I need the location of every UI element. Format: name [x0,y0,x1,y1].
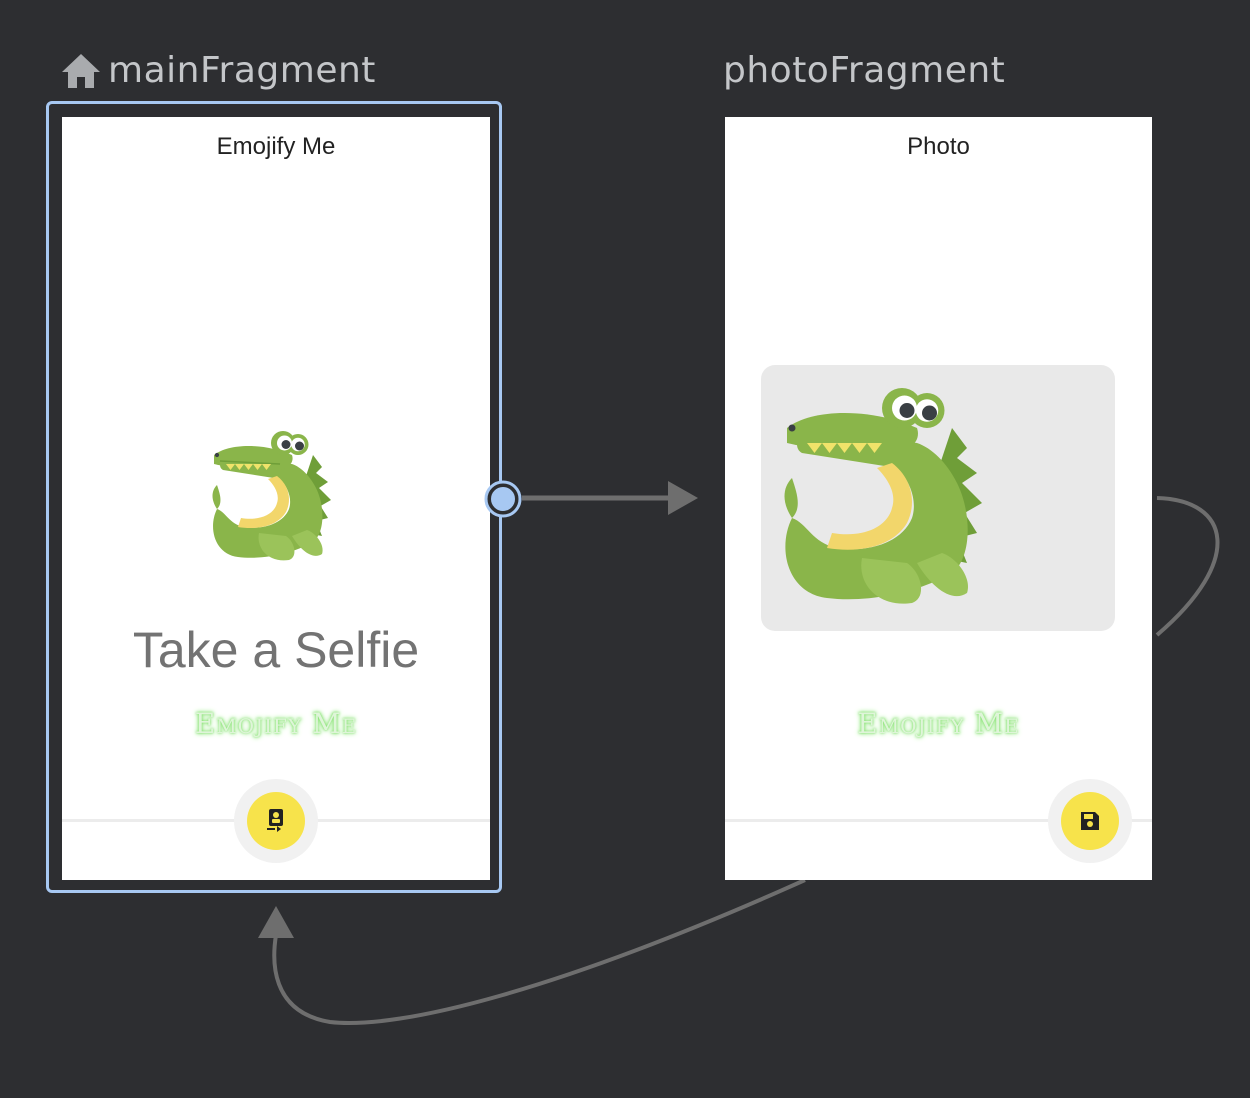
main-fragment-preview[interactable]: Emojify Me Take a Selfie Emojify Me [62,117,490,880]
action-handle[interactable] [483,479,523,519]
crocodile-illustration [212,431,331,561]
save-fab[interactable] [1061,792,1119,850]
action-main-to-photo[interactable] [522,481,698,515]
brand-text: Emojify Me [194,707,358,740]
camera-front-icon [267,809,283,832]
photo-fragment-preview[interactable]: Photo Emojify Me [725,117,1152,880]
save-icon [1081,812,1099,830]
screen-title: Emojify Me [216,133,336,160]
destination-label-photo[interactable]: photoFragment [723,50,1005,91]
brand-text: Emojify Me [857,707,1020,740]
arrow-head-icon [258,906,294,938]
photo-image-view [761,365,1115,631]
home-icon [62,53,100,88]
take-selfie-fab[interactable] [247,792,305,850]
arrow-head-icon [668,481,698,515]
crocodile-illustration [784,388,982,604]
destination-name: photoFragment [723,50,1006,91]
destination-label-main[interactable]: mainFragment [60,50,376,91]
bottom-app-bar [725,819,1152,822]
screen-title: Photo [907,133,970,160]
destination-name: mainFragment [108,50,376,91]
take-selfie-headline: Take a Selfie [132,622,420,678]
action-photo-to-main[interactable] [258,496,1220,1025]
